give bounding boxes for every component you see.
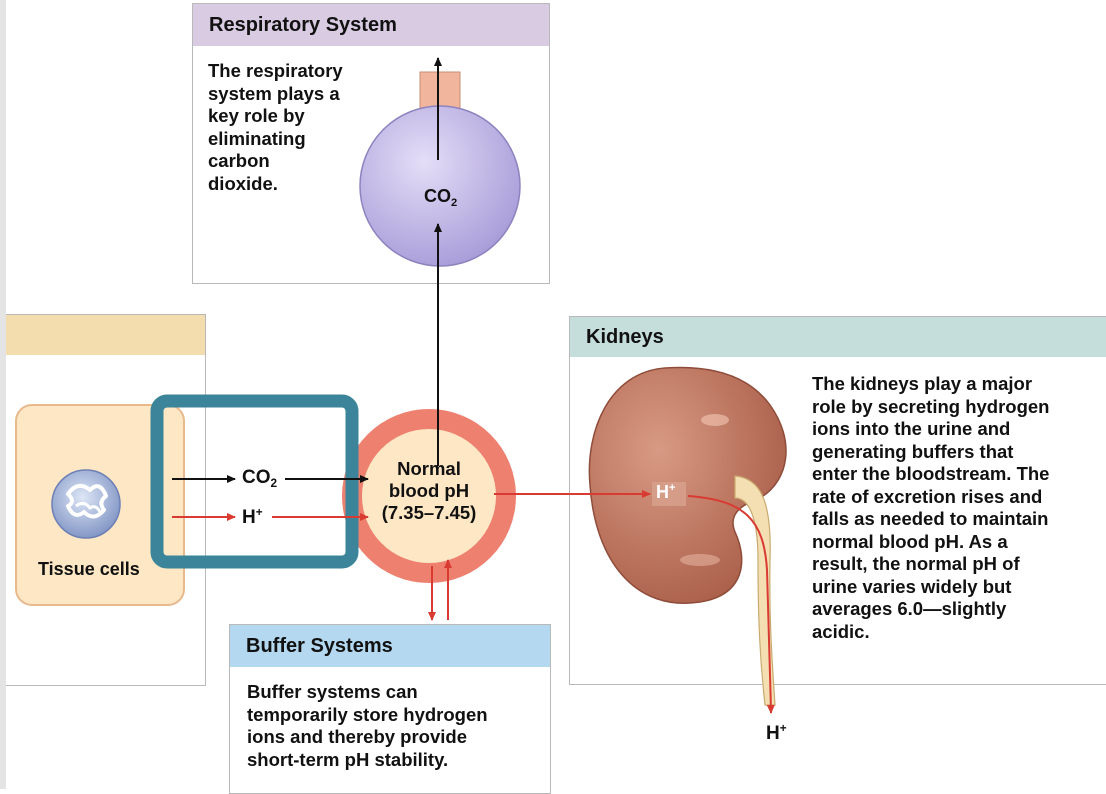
tissue-h-label: H+ — [242, 506, 263, 529]
respiratory-text: The respiratory system plays a key role … — [208, 60, 343, 194]
kidney-icon — [588, 366, 787, 706]
kidneys-title: Kidneys — [586, 325, 664, 348]
kidneys-header: Kidneys — [570, 317, 1106, 357]
blood-ph-label: Normal blood pH (7.35–7.45) — [362, 458, 496, 524]
tissue-cell-box — [15, 404, 185, 606]
respiratory-header: Respiratory System — [193, 4, 549, 46]
tissue-co2-text: CO — [242, 467, 271, 488]
blood-ph-circle — [342, 409, 516, 583]
highlight-box — [150, 394, 359, 569]
tissue-co2-subscript: 2 — [270, 477, 278, 490]
buffer-title: Buffer Systems — [246, 634, 393, 657]
kidney-h-in-superscript: + — [669, 482, 676, 494]
kidney-h-out-label: H+ — [766, 722, 787, 745]
lung-co2-subscript: 2 — [451, 197, 458, 209]
kidney-h-in-text: H — [656, 482, 669, 502]
tissue-header — [6, 315, 205, 355]
tissue-h-superscript: + — [255, 506, 263, 519]
lung-co2-text: CO — [424, 186, 451, 206]
co2-flow-arrows — [172, 57, 442, 483]
tissue-co2-label: CO2 — [242, 467, 277, 490]
tissue-cells-label: Tissue cells — [38, 559, 140, 579]
page-scroll-edge — [0, 0, 6, 789]
buffer-header: Buffer Systems — [230, 625, 550, 667]
buffer-text: Buffer systems can temporarily store hyd… — [247, 681, 488, 770]
respiratory-title: Respiratory System — [209, 13, 397, 36]
tissue-h-text: H — [242, 507, 256, 528]
kidneys-text: The kidneys play a major role by secreti… — [812, 373, 1050, 642]
lung-co2-label: CO2 — [424, 186, 457, 209]
h-ion-flow-arrows — [172, 490, 775, 714]
blood-ph-line1: Normal — [397, 458, 461, 479]
blood-ph-range: (7.35–7.45) — [381, 502, 477, 523]
kidney-h-in-label: H+ — [656, 482, 676, 503]
kidney-h-out-text: H — [766, 723, 780, 744]
blood-ph-line2: blood pH — [388, 480, 470, 501]
kidney-h-out-superscript: + — [779, 722, 787, 735]
lung-balloon-icon — [359, 71, 521, 267]
